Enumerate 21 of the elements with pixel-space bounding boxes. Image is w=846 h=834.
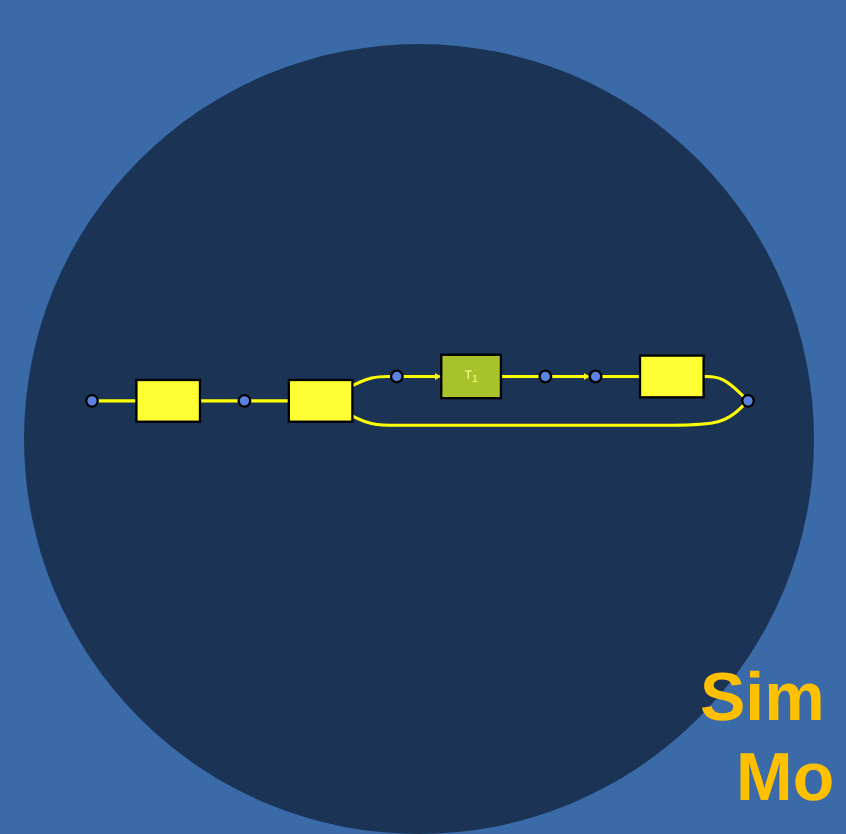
connector xyxy=(97,399,137,403)
node-circle xyxy=(237,393,252,408)
node-box xyxy=(287,378,354,423)
node-circle xyxy=(538,369,553,384)
connector xyxy=(250,399,289,403)
arrow xyxy=(402,373,442,380)
connector xyxy=(351,374,392,388)
node-circle xyxy=(85,393,99,408)
node-box xyxy=(135,378,202,423)
connector xyxy=(500,374,540,379)
heading-text: Sim xyxy=(700,660,825,736)
connector xyxy=(199,399,239,403)
node-box xyxy=(638,354,705,399)
connector xyxy=(351,403,745,427)
node-circle xyxy=(741,393,755,408)
connector xyxy=(601,374,641,379)
arrow xyxy=(551,373,591,380)
node-circle xyxy=(389,369,404,384)
connector xyxy=(703,374,745,398)
node-circle xyxy=(588,369,603,384)
heading-text: Mo xyxy=(736,740,835,816)
